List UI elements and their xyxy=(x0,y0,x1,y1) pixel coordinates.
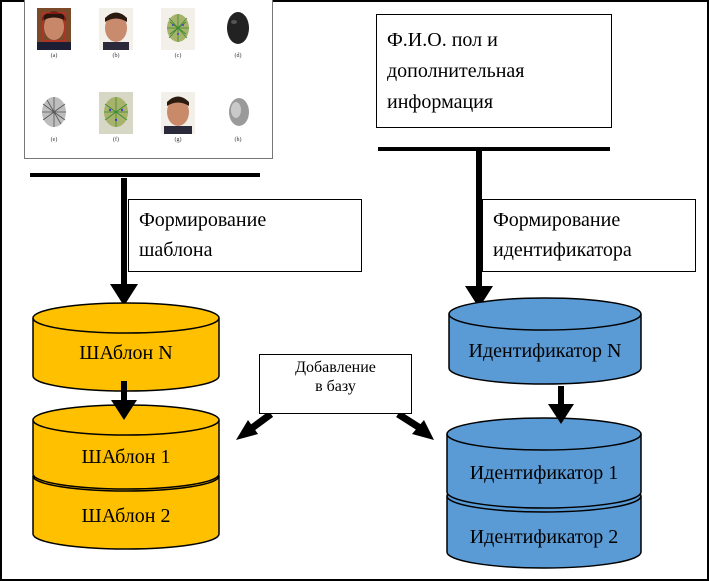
face-photos-panel: (a) (b) (c) (d) (e) (f) (g) (h) xyxy=(24,0,273,159)
right-arrow-head xyxy=(465,286,493,308)
left-arrow-shaft xyxy=(121,178,127,285)
photo-caption-b: (b) xyxy=(112,53,120,59)
add-right-arrow-shaft xyxy=(396,411,422,431)
photo-caption-e: (e) xyxy=(50,137,58,143)
photo-caption-f: (f) xyxy=(113,137,119,143)
face-photo-e xyxy=(37,92,71,134)
template-stack-arrow-head xyxy=(111,400,137,420)
identifier-2-label: Идентификатор 2 xyxy=(469,526,619,548)
person-info-line-1: Ф.И.О. пол и xyxy=(387,29,498,51)
face-photo-h xyxy=(221,92,255,134)
photo-caption-c: (c) xyxy=(174,53,182,59)
identifier-formation-line-1: Формирование xyxy=(493,209,621,231)
face-photo-g xyxy=(161,92,195,134)
person-info-box: Ф.И.О. пол и дополнительная информация xyxy=(376,14,612,128)
face-photo-a xyxy=(37,8,71,50)
right-separator-bar xyxy=(378,147,610,151)
photo-caption-h: (h) xyxy=(234,137,242,143)
template-2-label: ШАблон 2 xyxy=(81,505,171,527)
template-formation-label: Формирование шаблона xyxy=(128,199,362,272)
left-separator-bar xyxy=(30,173,260,177)
add-right-arrow-head xyxy=(412,420,434,440)
template-n-label: ШАблон N xyxy=(79,342,173,364)
add-left-arrow-shaft xyxy=(249,411,274,431)
right-arrow-shaft xyxy=(476,151,482,287)
add-left-arrow-head xyxy=(236,420,258,440)
template-1-label: ШАблон 1 xyxy=(81,446,171,468)
add-to-database-line-2: в базу xyxy=(315,378,356,395)
template-formation-line-1: Формирование xyxy=(139,209,267,231)
identifier-stack-arrow-head xyxy=(548,404,574,424)
photo-caption-g: (g) xyxy=(174,137,182,143)
add-to-database-label: Добавление в базу xyxy=(259,354,412,414)
template-formation-line-2: шаблона xyxy=(139,239,213,261)
person-info-line-3: информация xyxy=(387,91,494,113)
photo-caption-a: (a) xyxy=(50,53,58,59)
identifier-stack-arrow-shaft xyxy=(558,386,564,406)
face-photo-c xyxy=(161,8,195,50)
face-photo-f xyxy=(99,92,133,134)
face-photo-b xyxy=(99,8,133,50)
photo-caption-d: (d) xyxy=(234,53,242,59)
identifier-formation-line-2: идентификатора xyxy=(493,239,632,261)
add-to-database-line-1: Добавление xyxy=(295,359,376,376)
left-arrow-head xyxy=(110,284,138,306)
identifier-db-n xyxy=(448,297,642,385)
template-stack-arrow-shaft xyxy=(121,381,127,402)
identifier-db-1 xyxy=(446,417,642,509)
identifier-1-label: Идентификатор 1 xyxy=(469,462,619,484)
person-info-line-2: дополнительная xyxy=(387,60,525,82)
template-db-1 xyxy=(32,404,220,490)
face-photo-d xyxy=(221,8,255,50)
identifier-n-label: Идентификатор N xyxy=(468,340,622,362)
identifier-formation-label: Формирование идентификатора xyxy=(482,199,696,272)
